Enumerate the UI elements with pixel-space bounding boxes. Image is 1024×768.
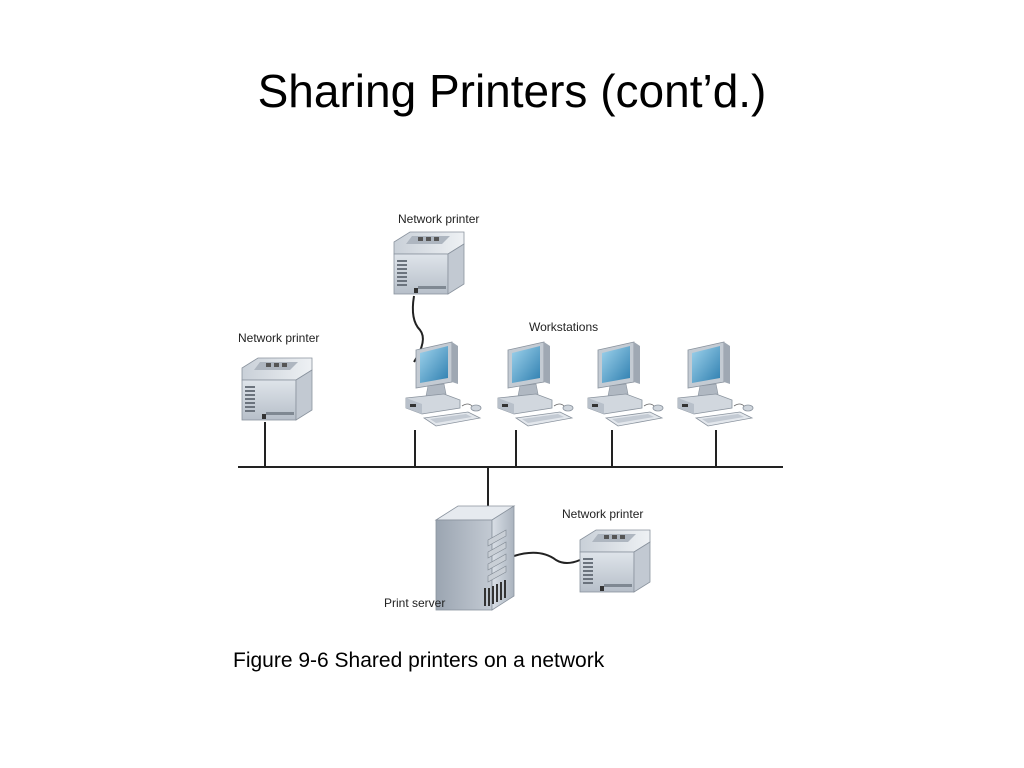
print-server <box>434 505 516 611</box>
network-printer-bottom <box>579 529 651 593</box>
workstation-2 <box>497 341 574 427</box>
network-printer-left <box>241 357 313 421</box>
network-printer-top <box>393 231 465 295</box>
workstation-3 <box>587 341 664 427</box>
label-printer-top: Network printer <box>398 212 479 226</box>
workstation-4 <box>677 341 754 427</box>
label-printer-bottom: Network printer <box>562 507 643 521</box>
label-workstations: Workstations <box>529 320 598 334</box>
slide-title: Sharing Printers (cont’d.) <box>257 65 767 117</box>
label-print-server: Print server <box>384 596 445 610</box>
figure-caption: Figure 9-6 Shared printers on a network <box>233 649 605 672</box>
workstation-1 <box>405 341 482 427</box>
label-printer-left: Network printer <box>238 331 319 345</box>
